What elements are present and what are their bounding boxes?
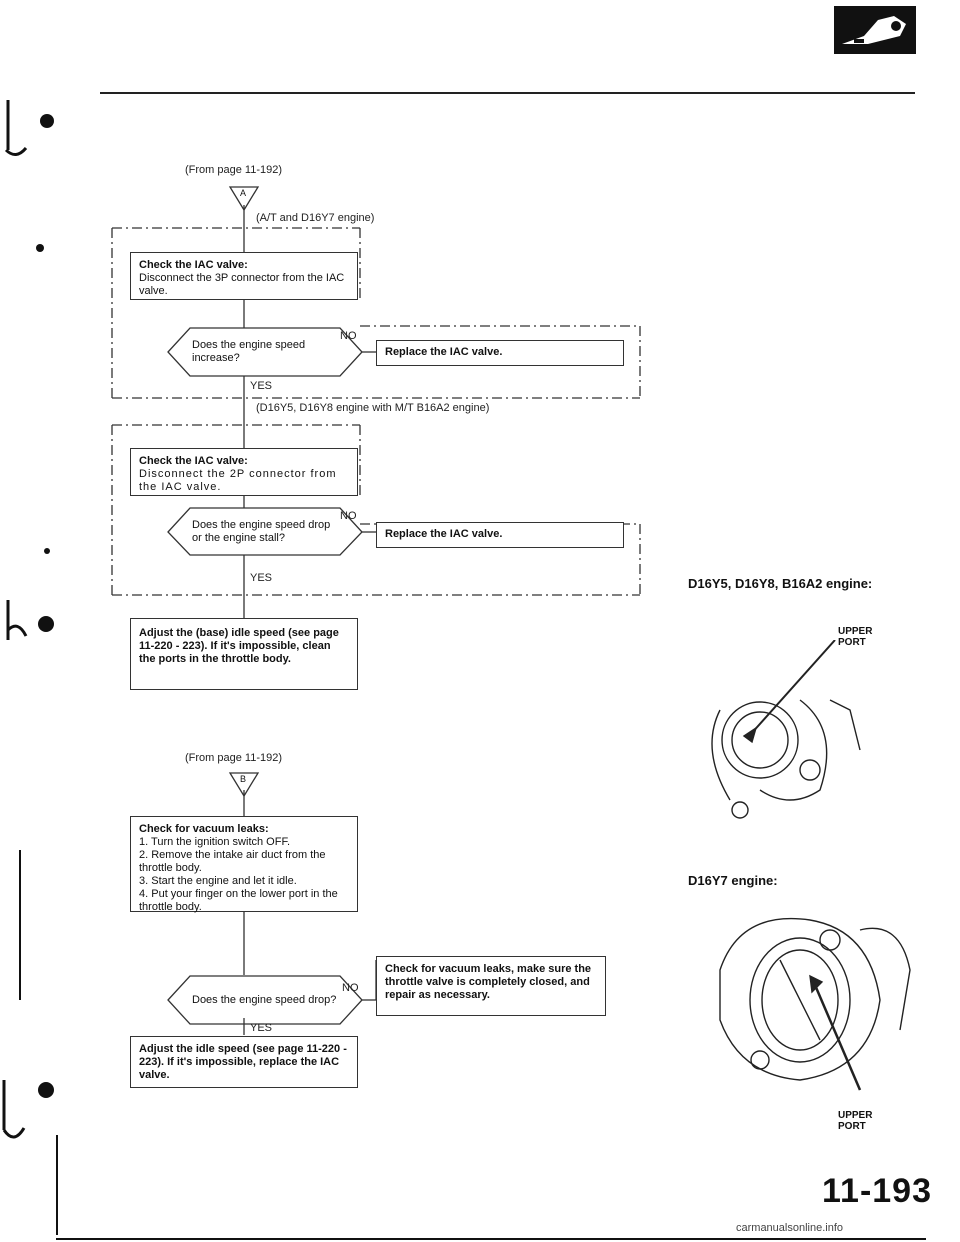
binding-line: [56, 1238, 926, 1240]
header-rule: [100, 92, 915, 94]
check-title: Check the IAC valve:: [139, 259, 248, 271]
figure-1-title: D16Y5, D16Y8, B16A2 engine:: [688, 576, 873, 591]
binding-dot: [44, 548, 50, 554]
binding-dot: [38, 616, 54, 632]
binding-line: [56, 1135, 58, 1235]
yes-label-2: YES: [250, 572, 273, 584]
step-3: 3. Start the engine and let it idle.: [139, 875, 297, 887]
marker-a: A: [240, 188, 247, 198]
from-page-label-b: (From page 11-192): [185, 752, 283, 764]
binding-dot: [38, 1082, 54, 1098]
section-logo: [834, 6, 916, 54]
check-iac-box-1: Check the IAC valve: Disconnect the 3P c…: [130, 252, 358, 300]
binding-marks: [2, 100, 28, 1139]
yes-label-b: YES: [250, 1022, 273, 1034]
binding-dot: [36, 244, 44, 252]
vacuum-leak-action-box: Check for vacuum leaks, make sure the th…: [376, 956, 606, 1016]
throttle-body-illustration-2: [719, 917, 911, 1091]
watermark-footer: carmanualsonline.info: [736, 1222, 844, 1234]
step-4: 4. Put your finger on the lower port in …: [139, 888, 338, 913]
marker-b: B: [240, 774, 247, 784]
question-b: Does the engine speed drop?: [192, 994, 337, 1006]
from-page-label: (From page 11-192): [185, 164, 283, 176]
no-label-b: NO: [342, 982, 359, 994]
adjust-idle-box-2: Adjust the idle speed (see page 11-220 -…: [130, 1036, 358, 1088]
binding-dot: [40, 114, 54, 128]
check-iac-box-2: Check the IAC valve: Disconnect the 2P c…: [130, 448, 358, 496]
no-label-1: NO: [340, 330, 357, 342]
check-text: Disconnect the 2P connector from the IAC…: [139, 468, 337, 493]
adjust-idle-box-1: Adjust the (base) idle speed (see page 1…: [130, 618, 358, 690]
check-text: Disconnect the 3P connector from the IAC…: [139, 272, 345, 297]
yes-label-1: YES: [250, 380, 273, 392]
branch-label-mt: (D16Y5, D16Y8 engine with M/T B16A2 engi…: [254, 402, 492, 414]
page-number: 11-193: [822, 1172, 932, 1210]
figure-2-title: D16Y7 engine:: [688, 873, 778, 888]
question-1: Does the engine speed increase?: [192, 339, 306, 364]
check-title: Check for vacuum leaks:: [139, 823, 269, 835]
throttle-body-illustration-1: [711, 640, 861, 819]
branch-label-at: (A/T and D16Y7 engine): [254, 212, 377, 224]
replace-iac-box-1: Replace the IAC valve.: [376, 340, 624, 366]
step-2: 2. Remove the intake air duct from the t…: [139, 849, 326, 874]
check-title: Check the IAC valve:: [139, 455, 248, 467]
replace-iac-box-2: Replace the IAC valve.: [376, 522, 624, 548]
question-2: Does the engine speed drop or the engine…: [192, 519, 331, 544]
step-1: 1. Turn the ignition switch OFF.: [139, 836, 291, 848]
vacuum-check-box: Check for vacuum leaks: 1. Turn the igni…: [130, 816, 358, 913]
no-label-2: NO: [340, 510, 357, 522]
